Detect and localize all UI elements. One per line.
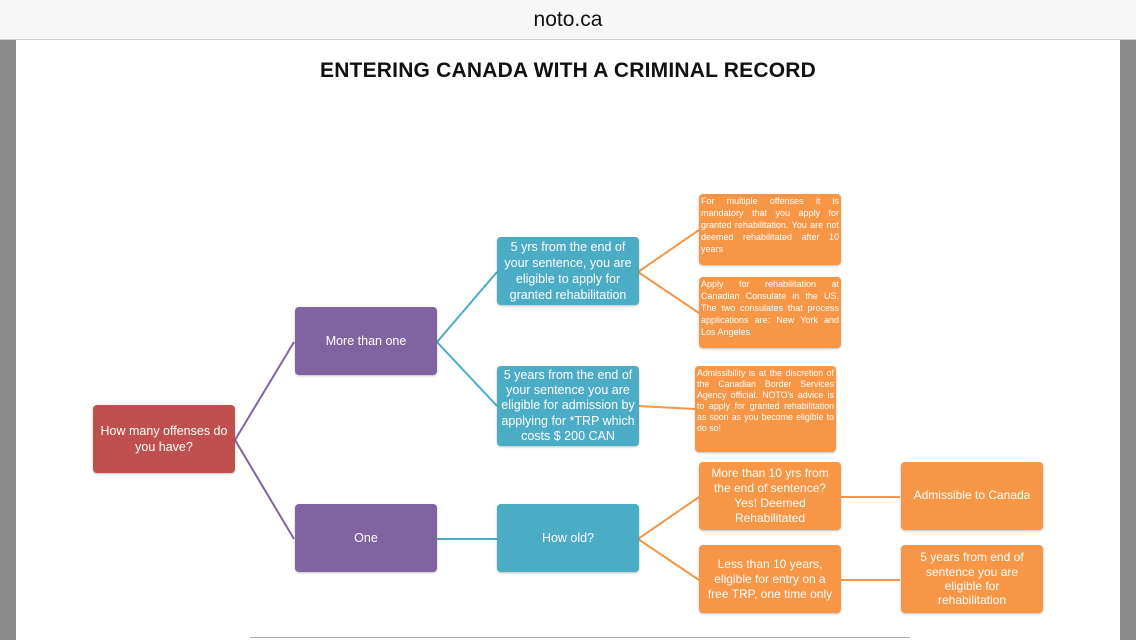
connector-rehab-to-consulate [637, 271, 700, 314]
node-five-years-trp: 5 years from the end of your sentence yo… [497, 366, 639, 446]
node-one: One [295, 504, 437, 572]
bottom-divider [250, 637, 910, 638]
node-more-than-ten-years: More than 10 yrs from the end of sentenc… [699, 462, 841, 530]
node-admissibility-note: Admissibility is at the discretion of th… [695, 366, 836, 452]
connector-root-more-than-one [234, 341, 295, 441]
node-five-years-rehab-eligible: 5 years from end of sentence you are eli… [901, 545, 1043, 613]
node-root-question: How many offenses do you have? [93, 405, 235, 473]
node-more-than-one: More than one [295, 307, 437, 375]
connector-root-one [234, 439, 295, 540]
connector-rehab-to-multiple [637, 229, 700, 273]
connector-more-to-rehab [436, 271, 498, 343]
node-admissible-to-canada: Admissible to Canada [901, 462, 1043, 530]
connector-how-old-to-more-10 [637, 496, 700, 540]
node-less-than-ten-years: Less than 10 years, eligible for entry o… [699, 545, 841, 613]
node-consulate-note: Apply for rehabilitation at Canadian Con… [699, 277, 841, 348]
connector-more-to-trp [436, 341, 498, 407]
diagram-title: ENTERING CANADA WITH A CRIMINAL RECORD [319, 59, 817, 82]
connector-trp-to-admissibility [637, 405, 696, 410]
node-multiple-offenses-note: For multiple offenses it is mandatory th… [699, 194, 841, 265]
browser-address-bar[interactable]: noto.ca [0, 0, 1136, 40]
connector-how-old-to-less-10 [637, 538, 700, 581]
left-gutter [0, 40, 16, 640]
node-how-old: How old? [497, 504, 639, 572]
right-gutter [1120, 40, 1136, 640]
node-five-yrs-rehabilitation: 5 yrs from the end of your sentence, you… [497, 237, 639, 305]
url-text[interactable]: noto.ca [533, 8, 603, 31]
